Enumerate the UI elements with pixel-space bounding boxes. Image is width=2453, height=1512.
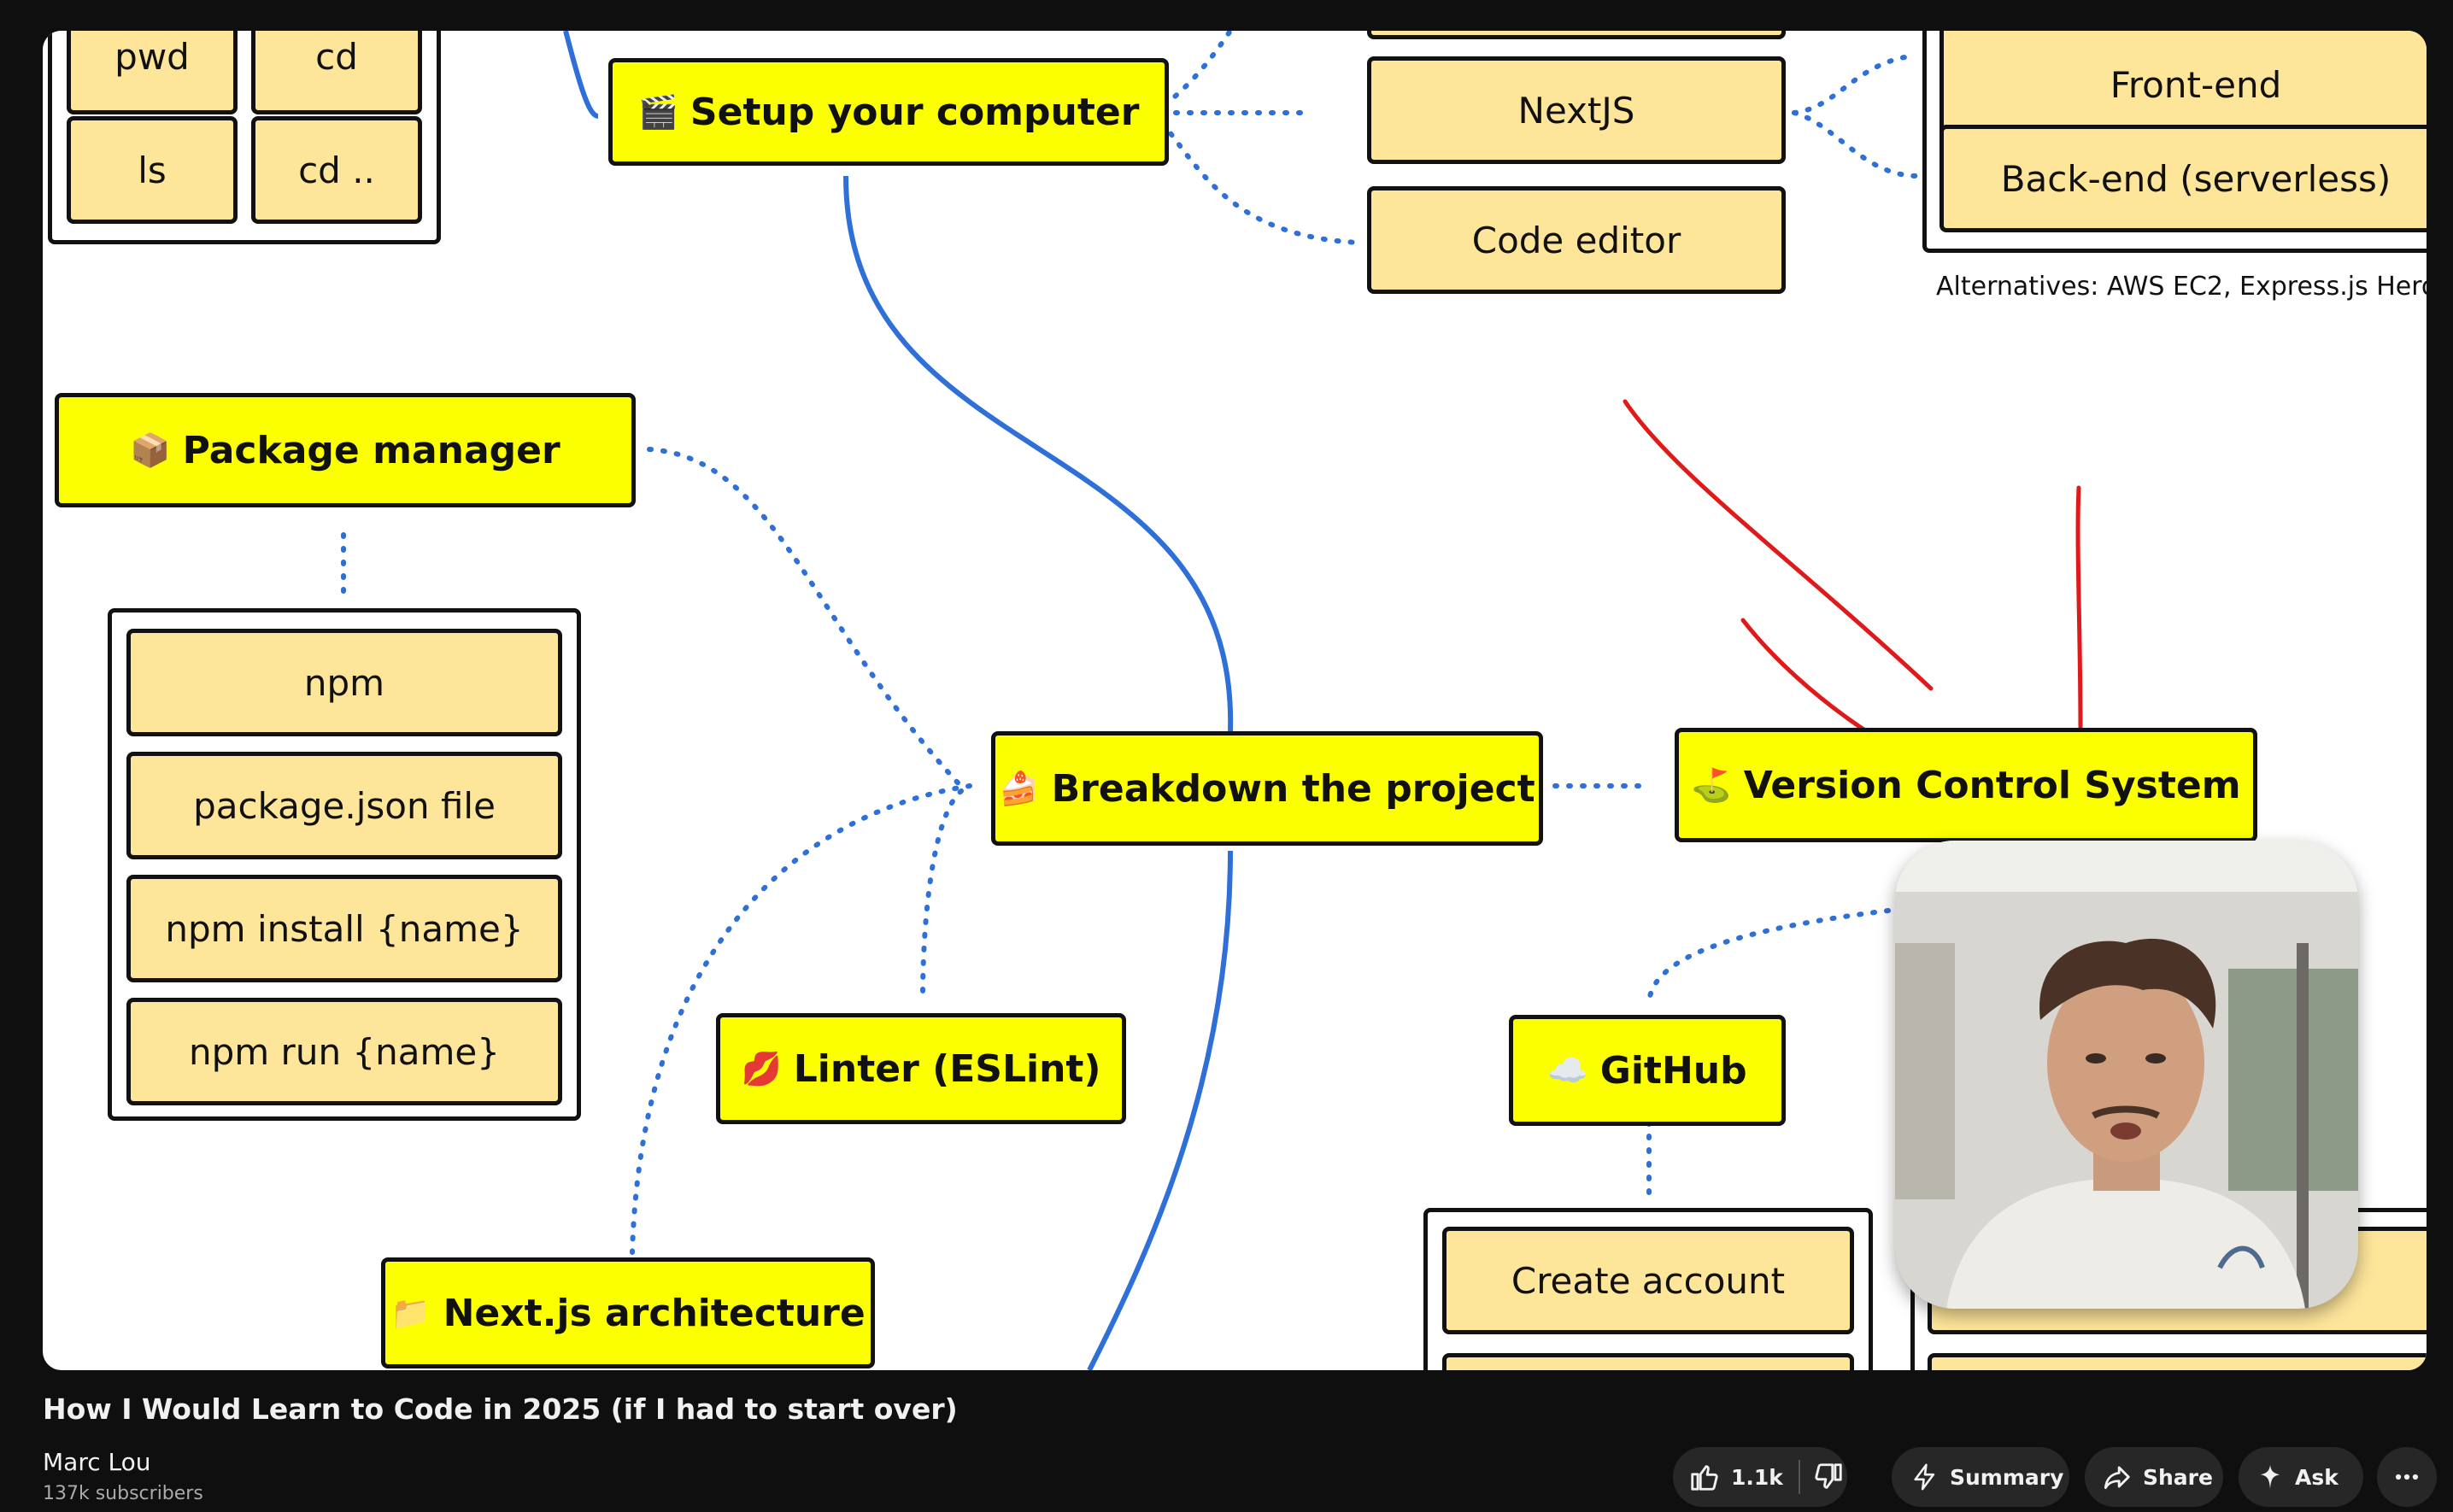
alternatives-note: Alternatives: AWS EC2, Express.js Herol bbox=[1936, 272, 2427, 302]
npm-node[interactable]: npm bbox=[126, 629, 562, 736]
nextjs-node[interactable]: NextJS bbox=[1367, 56, 1786, 164]
lips-icon: 💋 bbox=[741, 1049, 782, 1087]
video-title: How I Would Learn to Code in 2025 (if I … bbox=[43, 1392, 958, 1426]
github-partial-node bbox=[1442, 1353, 1854, 1370]
npm-install-node[interactable]: npm install {name} bbox=[126, 875, 562, 982]
breakdown-project-node[interactable]: 🍰 Breakdown the project bbox=[991, 731, 1543, 846]
backend-serverless-node[interactable]: Back-end (serverless) bbox=[1940, 125, 2427, 232]
linter-label: Linter (ESLint) bbox=[793, 1046, 1101, 1091]
setup-computer-label: Setup your computer bbox=[690, 90, 1140, 134]
summary-button[interactable]: Summary bbox=[1892, 1447, 2069, 1507]
connector-setup-codeeditor bbox=[1151, 110, 1361, 245]
package-manager-label: Package manager bbox=[182, 428, 560, 472]
connector-nextjs-backend bbox=[1792, 110, 1921, 179]
thumbs-down-icon bbox=[1815, 1463, 1842, 1489]
ask-button[interactable]: Ask bbox=[2239, 1447, 2363, 1507]
more-horizontal-icon bbox=[2395, 1474, 2419, 1480]
share-label: Share bbox=[2143, 1464, 2213, 1490]
connector-setup-curve-top bbox=[563, 31, 599, 119]
connector-breakdown-bottom bbox=[1087, 850, 1233, 1370]
share-button[interactable]: Share bbox=[2085, 1447, 2223, 1507]
folder-icon: 📁 bbox=[390, 1293, 431, 1332]
thumbs-up-icon bbox=[1691, 1465, 1718, 1491]
connector-setup-breakdown bbox=[843, 175, 1234, 732]
mind-map-connectors bbox=[341, 31, 2083, 1370]
connector-vcs-github bbox=[1646, 908, 1891, 1007]
right-partial-node-2 bbox=[1928, 1353, 2427, 1370]
video-player[interactable]: pwd cd ls cd .. 🎬 Setup your computer Ne… bbox=[43, 31, 2427, 1370]
dislike-button[interactable] bbox=[1800, 1447, 1845, 1507]
command-cd-up[interactable]: cd .. bbox=[251, 116, 422, 224]
more-actions-button[interactable] bbox=[2377, 1447, 2437, 1507]
annotation-stroke-1 bbox=[1623, 399, 1934, 691]
presenter-image bbox=[1895, 841, 2358, 1309]
frontend-node[interactable]: Front-end bbox=[1940, 31, 2427, 138]
like-dislike-pill: 1.1k bbox=[1673, 1447, 1847, 1507]
package-icon: 📦 bbox=[130, 431, 171, 469]
create-account-node[interactable]: Create account bbox=[1442, 1227, 1854, 1334]
command-pwd[interactable]: pwd bbox=[67, 31, 238, 114]
setup-computer-node[interactable]: 🎬 Setup your computer bbox=[608, 58, 1169, 166]
nextjs-architecture-label: Next.js architecture bbox=[443, 1291, 866, 1335]
version-control-label: Version Control System bbox=[1743, 763, 2241, 807]
share-icon bbox=[2104, 1466, 2130, 1490]
ask-label: Ask bbox=[2295, 1464, 2339, 1490]
linter-node[interactable]: 💋 Linter (ESLint) bbox=[716, 1013, 1126, 1124]
subscriber-count: 137k subscribers bbox=[43, 1483, 203, 1504]
package-manager-node[interactable]: 📦 Package manager bbox=[55, 393, 636, 507]
top-middle-partial-node bbox=[1367, 31, 1786, 39]
connector-breakdown-architecture bbox=[630, 783, 972, 1255]
cake-icon: 🍰 bbox=[999, 769, 1040, 807]
lightning-icon bbox=[1914, 1463, 1935, 1491]
webcam-overlay bbox=[1895, 841, 2358, 1309]
nextjs-architecture-node[interactable]: 📁 Next.js architecture bbox=[381, 1257, 875, 1368]
summary-label: Summary bbox=[1950, 1464, 2064, 1490]
like-button[interactable]: 1.1k bbox=[1673, 1447, 1783, 1507]
connector-breakdown-linter bbox=[920, 788, 964, 999]
connector-nextjs-frontend bbox=[1792, 54, 1912, 115]
github-label: GitHub bbox=[1599, 1048, 1747, 1093]
package-json-node[interactable]: package.json file bbox=[126, 752, 562, 859]
version-control-node[interactable]: ⛳ Version Control System bbox=[1675, 728, 2257, 842]
channel-name[interactable]: Marc Lou bbox=[43, 1448, 151, 1476]
command-ls[interactable]: ls bbox=[67, 116, 238, 224]
breakdown-project-label: Breakdown the project bbox=[1051, 766, 1535, 811]
sparkle-icon bbox=[2260, 1464, 2280, 1490]
cloud-icon: ☁️ bbox=[1547, 1051, 1588, 1089]
command-cd[interactable]: cd bbox=[251, 31, 422, 114]
like-count: 1.1k bbox=[1731, 1464, 1783, 1490]
code-editor-node[interactable]: Code editor bbox=[1367, 186, 1786, 294]
flag-in-hole-icon: ⛳ bbox=[1691, 765, 1732, 804]
github-node[interactable]: ☁️ GitHub bbox=[1509, 1015, 1786, 1126]
pill-divider bbox=[1798, 1460, 1800, 1494]
clapperboard-icon: 🎬 bbox=[637, 92, 678, 131]
connector-package-breakdown bbox=[647, 447, 968, 794]
npm-run-node[interactable]: npm run {name} bbox=[126, 998, 562, 1105]
